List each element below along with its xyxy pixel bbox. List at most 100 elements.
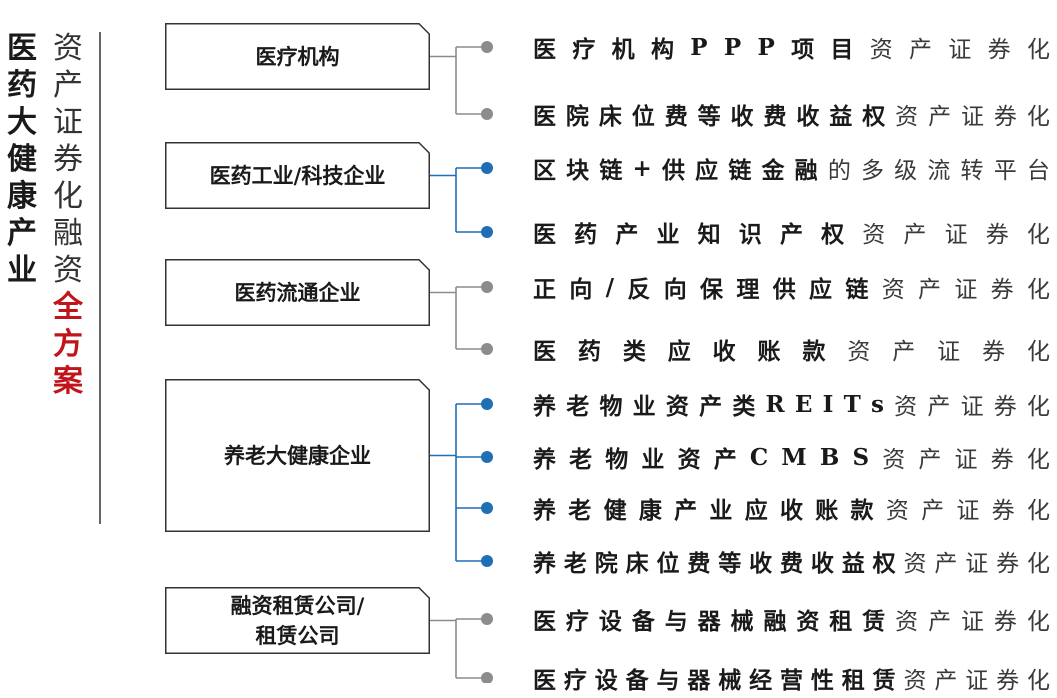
item-bold-char: 等 bbox=[697, 103, 721, 130]
box-frame bbox=[165, 23, 430, 90]
securitization-item: 区块链+供应链金融的多级流转平台 bbox=[533, 148, 1050, 188]
item-normal-char: 证 bbox=[954, 447, 978, 473]
item-bold-char: 器 bbox=[687, 667, 711, 694]
item-normal-char: 产 bbox=[892, 339, 916, 365]
item-bold-char: 产 bbox=[615, 221, 639, 248]
item-bold-char: P bbox=[757, 33, 775, 61]
title-sub-char: 资 bbox=[53, 31, 83, 66]
item-bold-char: S bbox=[852, 443, 870, 471]
item-normal-char: 化 bbox=[1026, 609, 1050, 635]
diagram-title-sub: 资产证券化融资全方案 bbox=[50, 30, 86, 400]
item-bold-char: 业 bbox=[641, 446, 665, 473]
title-main-char: 业 bbox=[7, 253, 37, 288]
item-bold-char: 赁 bbox=[862, 608, 886, 635]
item-bold-char: 费 bbox=[687, 550, 711, 577]
securitization-item: 医药类应收账款资产证券化 bbox=[533, 329, 1050, 369]
item-normal-char: 资 bbox=[847, 339, 871, 365]
item-bold-char: 医 bbox=[533, 221, 556, 248]
item-bold-char: 养 bbox=[533, 550, 556, 577]
title-highlight-char: 案 bbox=[53, 364, 83, 399]
item-normal-char: 平 bbox=[993, 158, 1017, 184]
item-bold-char: 反 bbox=[627, 276, 651, 303]
securitization-item: 正向/反向保理供应链资产证券化 bbox=[533, 267, 1050, 307]
connector-dot bbox=[481, 555, 493, 567]
item-bold-char: 医 bbox=[533, 338, 556, 365]
item-bold-char: 应 bbox=[744, 497, 768, 524]
item-bold-char: 租 bbox=[829, 608, 853, 635]
item-bold-char: 账 bbox=[757, 338, 781, 365]
category-box-medical-institutions: 医疗机构 bbox=[165, 23, 430, 90]
item-bold-char: 费 bbox=[763, 103, 787, 130]
connector-dot bbox=[481, 343, 493, 355]
item-normal-char: 化 bbox=[1027, 551, 1050, 577]
item-bold-char: s bbox=[870, 390, 884, 418]
securitization-item: 养老健康产业应收账款资产证券化 bbox=[533, 488, 1050, 528]
item-normal-char: 券 bbox=[996, 668, 1020, 694]
item-bold-char: 产 bbox=[779, 221, 803, 248]
item-bold-char: E bbox=[794, 390, 813, 418]
item-bold-char: 医 bbox=[533, 667, 556, 694]
item-bold-char: 保 bbox=[700, 276, 724, 303]
item-bold-char: 经 bbox=[749, 667, 773, 694]
item-bold-char: 类 bbox=[732, 393, 756, 420]
item-bold-char: 链 bbox=[845, 276, 869, 303]
item-normal-char: 券 bbox=[982, 339, 1006, 365]
connector-dot bbox=[481, 502, 493, 514]
item-bold-char: B bbox=[819, 443, 840, 471]
title-main-char: 药 bbox=[7, 68, 37, 103]
item-bold-char: 金 bbox=[761, 157, 785, 184]
item-normal-char: 转 bbox=[960, 158, 984, 184]
item-bold-char: 资 bbox=[796, 608, 820, 635]
item-normal-char: 资 bbox=[869, 37, 893, 63]
item-bold-char: 养 bbox=[533, 497, 556, 524]
item-bold-char: 类 bbox=[622, 338, 646, 365]
item-normal-char: 券 bbox=[985, 222, 1009, 248]
category-label: 医疗机构 bbox=[255, 43, 340, 69]
item-bold-char: 赁 bbox=[872, 667, 896, 694]
item-normal-char: 证 bbox=[954, 277, 978, 303]
box-frame bbox=[165, 379, 430, 532]
connector-dot bbox=[481, 226, 493, 238]
item-normal-char: 产 bbox=[921, 498, 945, 524]
item-bold-char: 疗 bbox=[565, 608, 589, 635]
connector-medical-institutions bbox=[430, 41, 493, 120]
item-bold-char: 老 bbox=[563, 550, 587, 577]
item-bold-char: 院 bbox=[565, 103, 589, 130]
item-bold-char: 营 bbox=[780, 667, 803, 694]
item-normal-char: 产 bbox=[934, 668, 958, 694]
item-normal-char: 化 bbox=[1026, 37, 1050, 63]
item-bold-char: 等 bbox=[718, 550, 742, 577]
item-bold-char: 设 bbox=[594, 667, 618, 694]
connector-dot bbox=[481, 398, 493, 410]
securitization-item: 医疗设备与器械融资租赁资产证券化 bbox=[533, 599, 1050, 639]
item-bold-char: 疗 bbox=[572, 36, 596, 63]
item-normal-char: 资 bbox=[882, 447, 906, 473]
item-bold-char: 物 bbox=[605, 446, 629, 473]
category-box-pharma-industry: 医药工业/科技企业 bbox=[165, 142, 430, 209]
item-bold-char: 块 bbox=[566, 157, 590, 184]
title-sub-char: 资 bbox=[53, 253, 83, 288]
item-bold-char: 款 bbox=[850, 497, 874, 524]
item-normal-char: 资 bbox=[885, 498, 909, 524]
title-main-char: 医 bbox=[7, 31, 37, 66]
item-bold-char: 款 bbox=[802, 338, 826, 365]
item-bold-char: 老 bbox=[569, 446, 593, 473]
item-bold-char: 与 bbox=[656, 667, 680, 694]
item-normal-char: 产 bbox=[934, 551, 958, 577]
item-bold-char: 与 bbox=[664, 608, 688, 635]
item-bold-char: 养 bbox=[533, 393, 556, 420]
item-bold-char: 产 bbox=[713, 446, 737, 473]
title-highlight-char: 方 bbox=[53, 327, 83, 362]
item-bold-char: / bbox=[605, 273, 615, 301]
item-bold-char: 应 bbox=[809, 276, 833, 303]
connector-dot bbox=[481, 162, 493, 174]
item-bold-char: 向 bbox=[663, 276, 687, 303]
item-bold-char: 资 bbox=[677, 446, 701, 473]
item-normal-char: 产 bbox=[928, 609, 952, 635]
category-label: 融资租赁公司/ 租赁公司 bbox=[230, 592, 365, 648]
item-bold-char: 区 bbox=[533, 157, 556, 184]
item-normal-char: 证 bbox=[948, 37, 972, 63]
item-bold-char: 医 bbox=[533, 608, 556, 635]
